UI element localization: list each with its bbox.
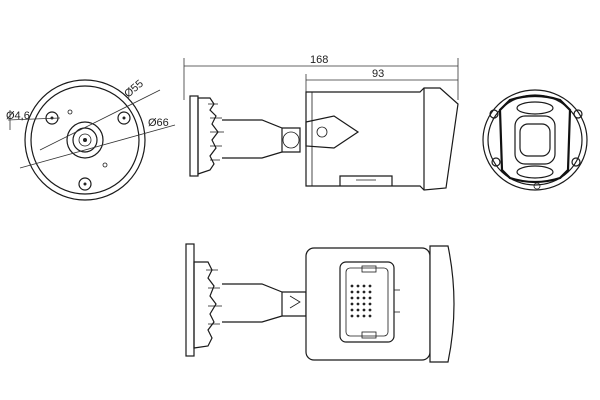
dim-line-base bbox=[19, 124, 176, 169]
base-plate-view: Ø4,6 Ø55 Ø66 bbox=[6, 78, 176, 201]
lens-window bbox=[514, 115, 556, 165]
dim-label-bolt-circle: Ø55 bbox=[122, 78, 146, 101]
ball-joint bbox=[282, 127, 301, 153]
center-boss-outer bbox=[66, 121, 104, 159]
ir-led-top bbox=[516, 101, 554, 115]
dim-label-total: 168 bbox=[310, 54, 328, 66]
wall-plate-bottom bbox=[185, 243, 195, 357]
mount-hole-3 bbox=[78, 177, 92, 191]
side-view-top bbox=[189, 87, 459, 191]
front-screw-1 bbox=[489, 109, 499, 119]
dim-line-hole bbox=[7, 117, 61, 121]
front-screw-3 bbox=[491, 157, 501, 167]
bracket-arm-bottom bbox=[222, 283, 283, 323]
center-hole bbox=[83, 138, 87, 142]
front-housing-outer bbox=[482, 89, 588, 191]
center-boss-inner bbox=[78, 133, 92, 147]
camera-housing-bottom bbox=[305, 247, 431, 361]
length-dimensions: 168 93 bbox=[183, 54, 459, 100]
front-screw-2 bbox=[573, 109, 583, 119]
ribbed-mount bbox=[197, 97, 219, 175]
side-view-bottom bbox=[185, 243, 455, 363]
bottom-tab bbox=[339, 175, 393, 186]
mount-hole-2 bbox=[117, 111, 131, 125]
front-screw-4 bbox=[571, 157, 581, 167]
dim-label-base: Ø66 bbox=[148, 117, 169, 129]
camera-housing-top bbox=[305, 87, 459, 191]
lens-panel bbox=[498, 94, 572, 184]
vent-holes bbox=[350, 284, 372, 318]
base-outer-circle bbox=[24, 79, 146, 201]
dim-label-housing: 93 bbox=[372, 68, 384, 80]
center-boss-mid bbox=[72, 127, 98, 153]
housing-clamp bbox=[305, 115, 360, 149]
bracket-arm bbox=[222, 119, 283, 159]
front-view bbox=[482, 89, 588, 191]
ir-led-bottom bbox=[516, 165, 554, 179]
dim-label-hole: Ø4,6 bbox=[6, 110, 30, 122]
ribbed-mount-bottom bbox=[193, 261, 217, 349]
sunshield-bottom bbox=[429, 245, 455, 363]
access-panel bbox=[339, 261, 395, 343]
wall-plate bbox=[189, 95, 199, 177]
base-inner-circle bbox=[30, 85, 140, 195]
dim-line-bolt-circle bbox=[39, 89, 161, 151]
